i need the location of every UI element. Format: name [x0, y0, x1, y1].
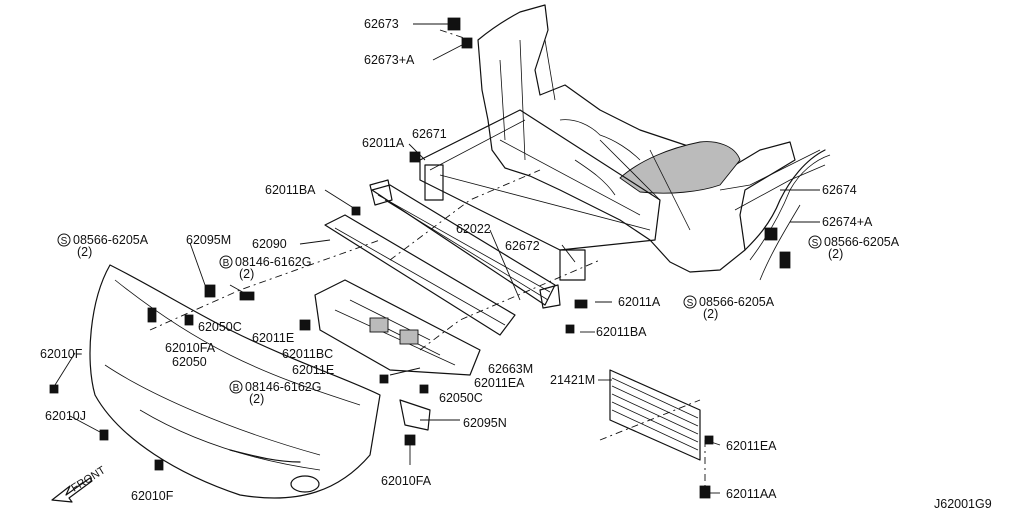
label-62011ea-right: 62011EA: [726, 439, 777, 453]
label-62672: 62672: [505, 239, 540, 253]
label-08566-mid-qty: (2): [703, 307, 718, 321]
bumper-fascia: [89, 264, 381, 499]
label-62671: 62671: [412, 127, 447, 141]
label-62011e-b: 62011E: [292, 363, 334, 377]
label-08566-mid: 08566-6205A: [699, 295, 775, 309]
label-front: FRONT: [69, 464, 108, 494]
fog-lamp-hole: [290, 475, 320, 493]
label-62050c-bot: 62050C: [439, 391, 483, 405]
s-mark-right: S: [812, 238, 819, 249]
label-62095n: 62095N: [463, 416, 507, 430]
label-62011aa: 62011AA: [726, 487, 777, 501]
diagram-id: J62001G9: [934, 497, 992, 511]
label-08146-bot-qty: (2): [249, 392, 264, 406]
label-62673: 62673: [364, 17, 399, 31]
bracket-62671: [424, 164, 444, 201]
part-labels: 62673 62673+A 62671 62011A 62011BA 62022…: [40, 17, 992, 511]
front-grille: [609, 369, 701, 461]
label-08146-top-qty: (2): [239, 267, 254, 281]
label-62011a-top: 62011A: [362, 136, 405, 150]
label-62674: 62674: [822, 183, 857, 197]
leader-lines: [54, 23, 820, 494]
label-62011a-mid: 62011A: [618, 295, 661, 309]
reinforcement-beam: [369, 179, 561, 309]
label-62050: 62050: [172, 355, 207, 369]
b-mark-bottom: B: [233, 383, 240, 394]
label-62011ba-mid: 62011BA: [596, 325, 647, 339]
label-62674a: 62674+A: [822, 215, 873, 229]
label-62663m: 62663M: [488, 362, 533, 376]
front-arrow: [51, 477, 93, 503]
label-62010fa-left: 62010FA: [165, 341, 216, 355]
label-62010f-bot: 62010F: [131, 489, 174, 503]
label-62090: 62090: [252, 237, 287, 251]
label-62022: 62022: [456, 222, 491, 236]
upper-rail: [419, 109, 661, 281]
label-08146-bot: 08146-6162G: [245, 380, 321, 394]
under-cover: [314, 279, 481, 376]
label-08566-right-qty: (2): [828, 247, 843, 261]
bracket-62095n: [399, 399, 431, 431]
label-62011ea-mid: 62011EA: [474, 376, 525, 390]
label-62095m: 62095M: [186, 233, 231, 247]
marker-circles: S B B S S: [57, 233, 822, 394]
label-62011e-a: 62011E: [252, 331, 294, 345]
s-mark-mid: S: [687, 298, 694, 309]
label-08566-right: 08566-6205A: [824, 235, 900, 249]
fasteners: [49, 17, 791, 499]
label-21421m: 21421M: [550, 373, 595, 387]
s-mark-left: S: [61, 236, 68, 247]
label-08566-left: 08566-6205A: [73, 233, 149, 247]
label-62011bc: 62011BC: [282, 347, 333, 361]
label-08566-left-qty: (2): [77, 245, 92, 259]
label-08146-top: 08146-6162G: [235, 255, 311, 269]
label-62673a: 62673+A: [364, 53, 415, 67]
label-62011ba-top: 62011BA: [265, 183, 316, 197]
label-62010fa-bot: 62010FA: [381, 474, 432, 488]
label-62010f-top: 62010F: [40, 347, 83, 361]
b-mark-top: B: [223, 258, 230, 269]
label-62050c-top: 62050C: [198, 320, 242, 334]
energy-absorber: [324, 214, 516, 336]
label-62010j: 62010J: [45, 409, 86, 423]
bracket-62672: [559, 249, 586, 281]
